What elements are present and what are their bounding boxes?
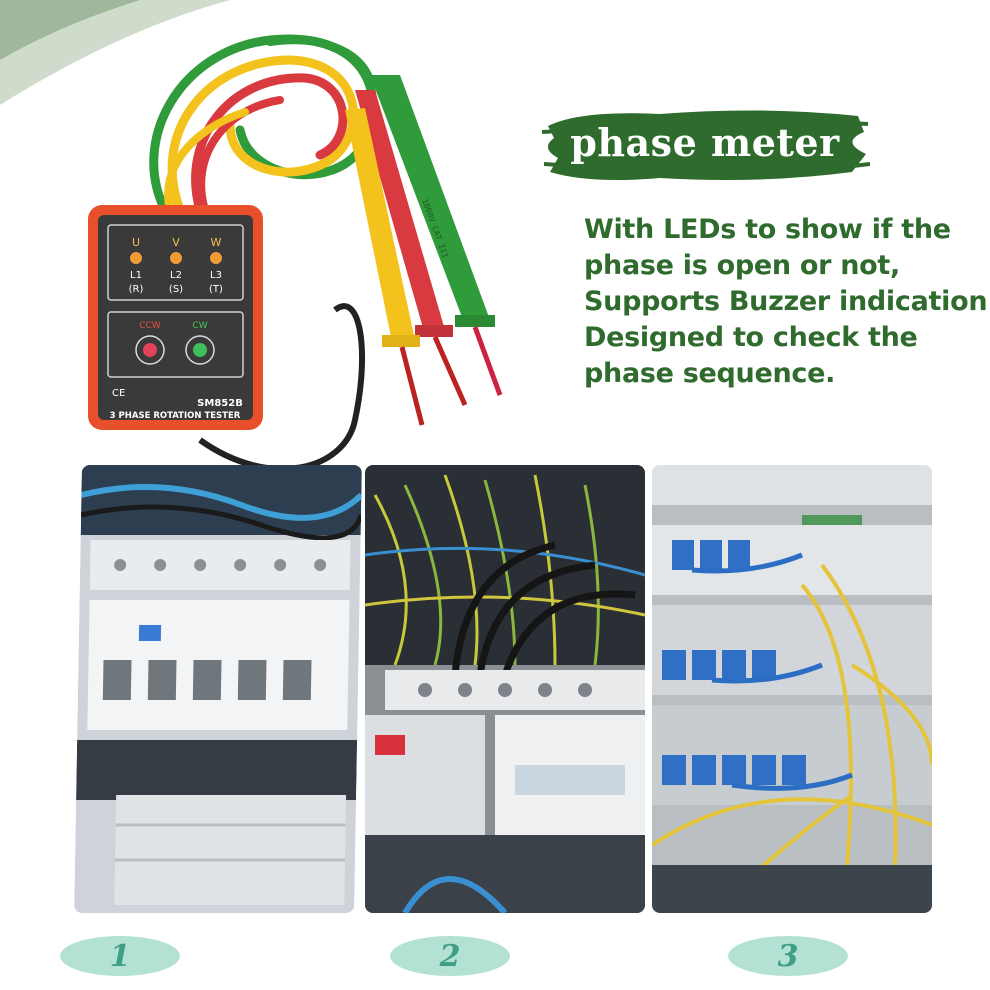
phase-r-label: (R) — [129, 284, 144, 295]
photo-number: 3 — [777, 938, 799, 974]
photo-number: 1 — [109, 938, 131, 974]
title-banner: phase meter — [540, 102, 870, 190]
phase-l2-label: L2 — [170, 270, 182, 281]
feature-description: With LEDs to show if the phase is open o… — [584, 212, 990, 392]
photo-number: 2 — [439, 938, 461, 974]
description-line: Designed to check the — [584, 322, 918, 353]
page-title: phase meter — [570, 120, 840, 165]
phase-v-label: V — [172, 236, 180, 249]
brush-stroke — [541, 110, 870, 180]
phase-u-label: U — [132, 236, 140, 249]
photo-fiber-patch-panel — [652, 465, 932, 913]
description-line: phase is open or not, — [584, 250, 900, 281]
description-line: With LEDs to show if the — [584, 214, 951, 245]
phase-w-label: W — [211, 236, 222, 249]
corner-swoosh — [0, 0, 230, 105]
device-subtitle: 3 PHASE ROTATION TESTER — [110, 411, 241, 421]
phase-l1-label: L1 — [130, 270, 142, 281]
ce-mark: CE — [112, 388, 125, 399]
device-model: SM852B — [197, 398, 243, 409]
photo-number-badge: 1 — [60, 936, 180, 976]
photo-number-badge: 3 — [728, 936, 848, 976]
photo-number-badge: 2 — [390, 936, 510, 976]
cw-label: CW — [192, 321, 207, 331]
phase-l3-label: L3 — [210, 270, 222, 281]
description-line: phase sequence. — [584, 358, 836, 389]
phase-s-label: (S) — [169, 284, 183, 295]
photo-terminal-blocks — [365, 465, 645, 913]
phase-tester-device: 1000V CAT III U V W L1 L2 L3 (R) (S) (T)… — [88, 34, 503, 472]
ccw-label: CCW — [139, 321, 161, 331]
description-line: Supports Buzzer indication. — [584, 286, 990, 317]
phase-t-label: (T) — [209, 284, 223, 295]
photo-breaker-panel — [74, 465, 362, 913]
